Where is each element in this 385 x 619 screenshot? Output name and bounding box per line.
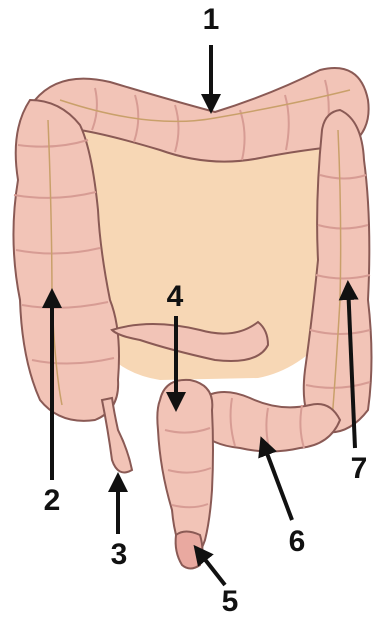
- label-5: 5: [215, 587, 245, 617]
- label-4: 4: [160, 282, 190, 312]
- label-3: 3: [104, 540, 134, 570]
- label-2: 2: [37, 486, 67, 516]
- label-6: 6: [282, 527, 312, 557]
- label-7: 7: [344, 454, 374, 484]
- label-1: 1: [196, 5, 226, 35]
- appendix: [102, 398, 132, 472]
- arrow-5: [196, 548, 225, 585]
